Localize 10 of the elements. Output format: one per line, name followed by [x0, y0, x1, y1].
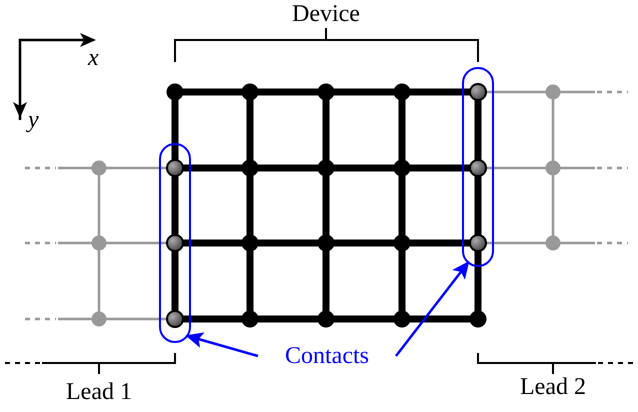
arrow [185, 332, 258, 358]
contact-outline [159, 143, 191, 343]
axis-label: y [28, 106, 39, 134]
contact-outline [462, 67, 494, 267]
bracket-label: Lead 2 [520, 373, 586, 401]
bracket-label: Device [292, 0, 360, 28]
axis-label: x [88, 44, 99, 72]
callout-label: Contacts [285, 342, 369, 370]
bracket-label: Lead 1 [66, 378, 132, 406]
arrow [395, 261, 470, 357]
